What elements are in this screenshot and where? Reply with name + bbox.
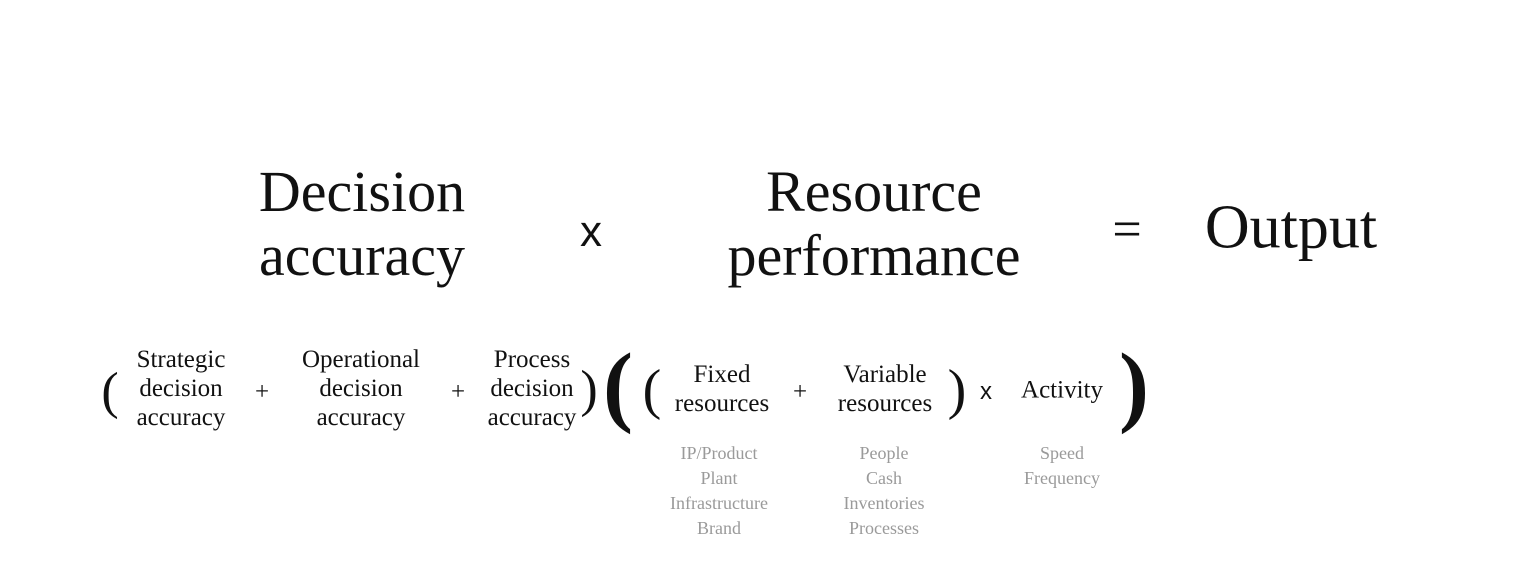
term-line: resources: [674, 390, 770, 417]
term-line: Fixed: [693, 361, 751, 388]
example-label: Plant: [700, 468, 738, 488]
fixed-resources: Fixed resources: [675, 360, 769, 418]
term-line: decision: [490, 375, 574, 402]
variable-resources: Variable resources: [838, 360, 932, 418]
output-term: Output: [1204, 193, 1378, 262]
example-label: Cash: [865, 468, 902, 488]
big-right-paren: ): [1119, 336, 1149, 435]
operational-decision-accuracy: Operational decision accuracy: [302, 345, 420, 432]
term-line: accuracy: [136, 404, 226, 431]
plus-operator: +: [254, 378, 270, 406]
equals-operator: =: [1112, 201, 1142, 259]
plus-operator: +: [792, 378, 808, 406]
term-line: performance: [727, 223, 1021, 288]
example-label: Brand: [696, 518, 741, 538]
fixed-resources-examples: IP/Product Plant Infrastructure Brand: [670, 441, 768, 541]
term-line: Strategic: [136, 346, 226, 373]
term-line: Variable: [843, 361, 927, 388]
times-operator: x: [580, 207, 602, 256]
process-decision-accuracy: Process decision accuracy: [488, 345, 577, 432]
activity-examples: Speed Frequency: [1024, 441, 1100, 491]
example-label: Inventories: [843, 493, 925, 513]
example-label: Speed: [1039, 443, 1084, 463]
decision-accuracy-term: Decision accuracy: [259, 160, 465, 288]
term-line: accuracy: [316, 404, 406, 431]
activity-term: Activity: [1021, 376, 1103, 404]
example-label: Infrastructure: [670, 493, 768, 513]
left-paren: (: [642, 359, 662, 421]
example-label: Processes: [848, 518, 919, 538]
variable-resources-examples: People Cash Inventories Processes: [844, 441, 925, 541]
term-line: resources: [837, 390, 933, 417]
term-line: Decision: [258, 159, 466, 224]
resource-performance-term: Resource performance: [727, 160, 1020, 288]
term-line: Resource: [766, 159, 982, 224]
plus-operator: +: [450, 378, 466, 406]
example-label: People: [859, 443, 909, 463]
right-paren: ): [580, 361, 598, 418]
times-operator: x: [980, 378, 992, 405]
term-line: decision: [319, 375, 403, 402]
term-line: accuracy: [258, 223, 466, 288]
big-left-paren: (: [603, 336, 633, 435]
term-line: Operational: [301, 346, 421, 373]
strategic-decision-accuracy: Strategic decision accuracy: [137, 345, 226, 432]
example-label: Frequency: [1024, 468, 1100, 488]
left-paren: (: [101, 363, 119, 420]
right-paren: ): [947, 359, 967, 421]
term-line: Process: [493, 346, 571, 373]
term-line: accuracy: [487, 404, 577, 431]
example-label: IP/Product: [680, 443, 758, 463]
term-line: decision: [139, 375, 223, 402]
